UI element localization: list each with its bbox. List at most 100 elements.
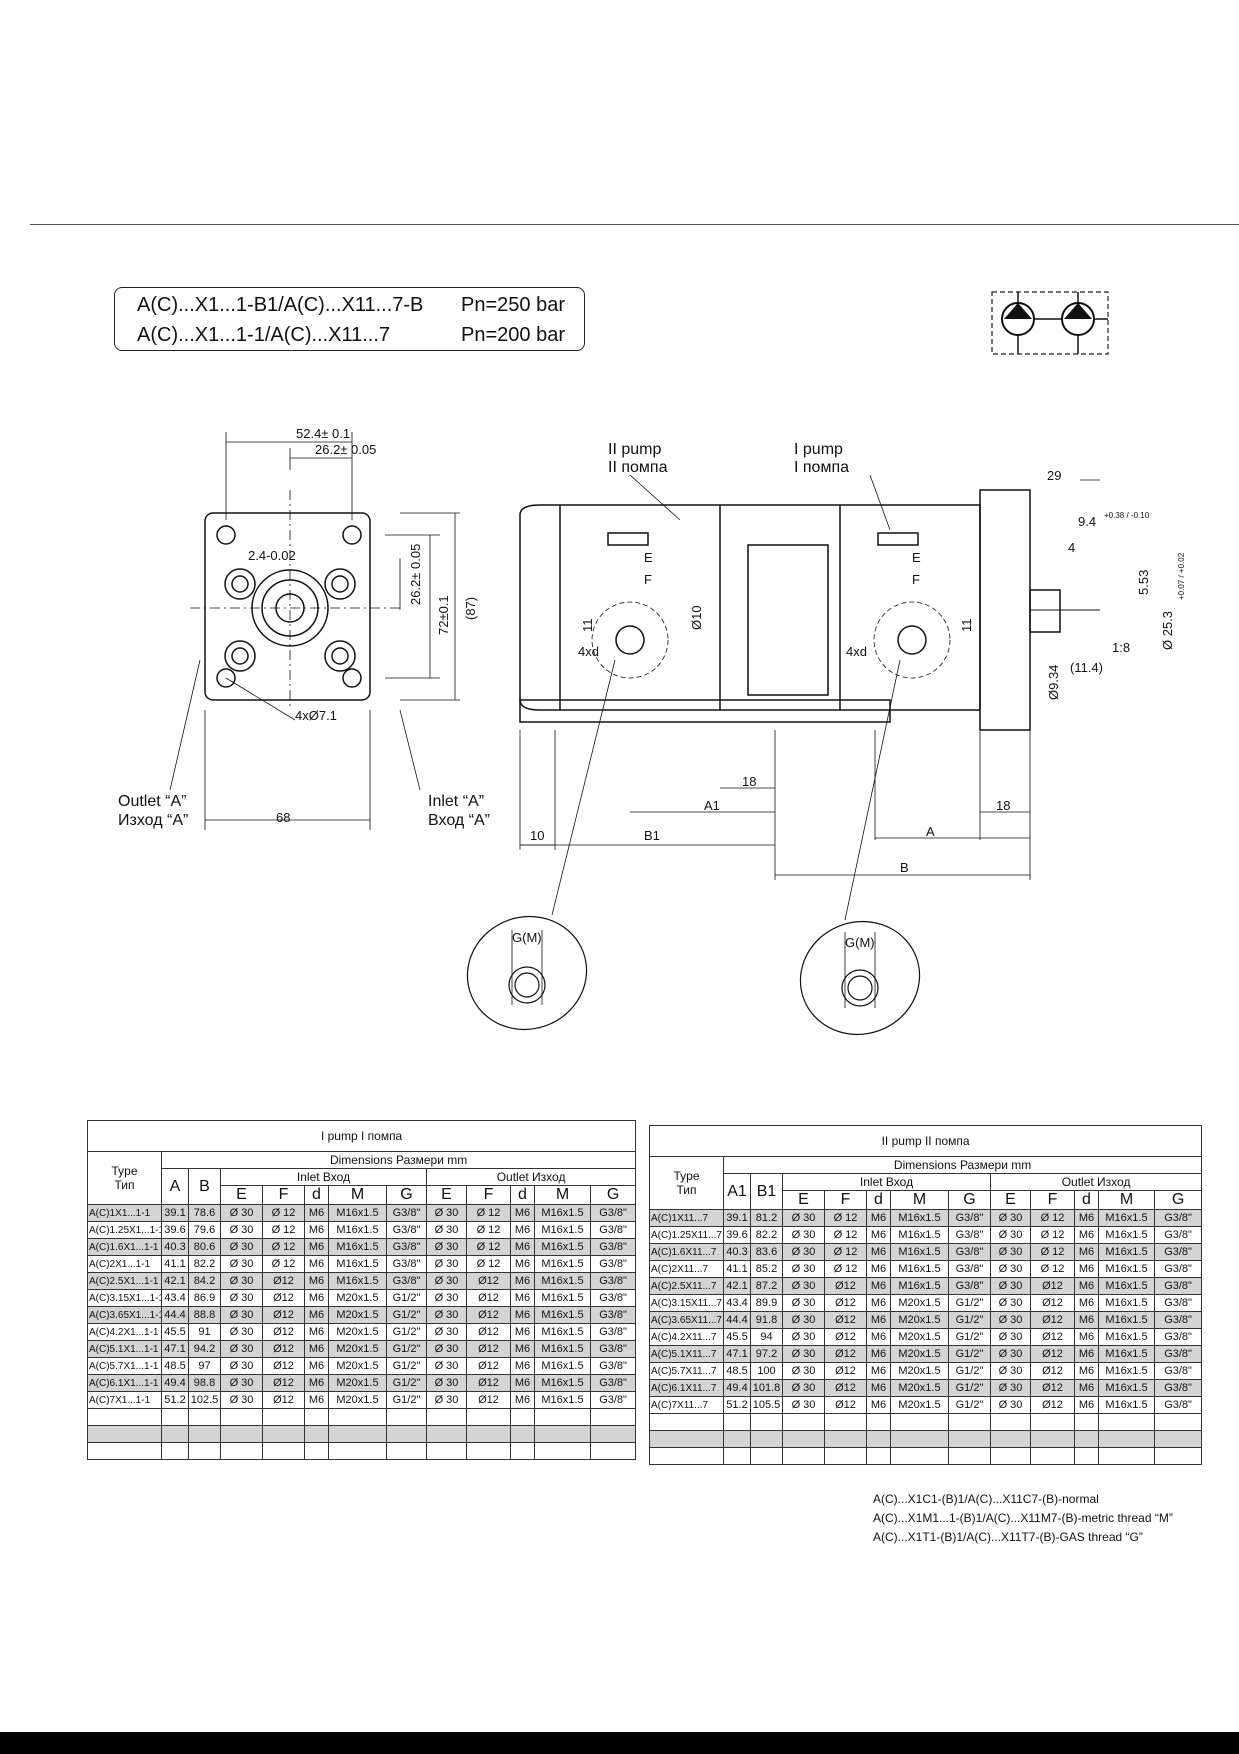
table2-subheader-cell: M: [890, 1190, 949, 1210]
pump1-label-bg: I помпа: [794, 459, 849, 476]
table1-subheader-cell: M: [328, 1185, 387, 1205]
empty-cell: [1098, 1430, 1155, 1448]
row-value-cell: M20x1.5: [328, 1289, 387, 1307]
empty-cell: [188, 1408, 221, 1426]
row-value-cell: M16x1.5: [1098, 1260, 1155, 1278]
row-value-cell: M16x1.5: [1098, 1294, 1155, 1312]
row-value-cell: 78.6: [188, 1204, 221, 1222]
dim-68: 68: [276, 810, 290, 825]
row-value-cell: M6: [510, 1289, 535, 1307]
row-value-cell: M6: [510, 1391, 535, 1409]
table-empty-row: [649, 1430, 1203, 1448]
empty-cell: [161, 1442, 189, 1460]
row-value-cell: 80.6: [188, 1238, 221, 1256]
row-value-cell: 51.2: [723, 1396, 751, 1414]
row-value-cell: 47.1: [723, 1345, 751, 1363]
note-metric-thread: A(C)...X1M1...1-(B)1/A(C)...X11M7-(B)-me…: [873, 1511, 1173, 1525]
row-value-cell: M16x1.5: [1098, 1345, 1155, 1363]
row-value-cell: G1/2": [948, 1294, 991, 1312]
row-value-cell: 82.2: [188, 1255, 221, 1273]
row-value-cell: M6: [510, 1357, 535, 1375]
table1-subheader-cell: M: [534, 1185, 591, 1205]
pump2-label-bg: II помпа: [608, 459, 668, 476]
empty-cell: [466, 1425, 511, 1443]
row-value-cell: Ø 30: [782, 1226, 825, 1244]
row-value-cell: M6: [304, 1238, 329, 1256]
empty-cell: [386, 1425, 427, 1443]
row-value-cell: Ø12: [824, 1277, 867, 1295]
row-type-cell: A(C)5.7X11...7: [649, 1362, 724, 1380]
row-value-cell: Ø12: [1030, 1328, 1075, 1346]
row-value-cell: G3/8": [589, 1391, 637, 1409]
row-type-cell: A(C)5.1X11...7: [649, 1345, 724, 1363]
row-value-cell: G3/8": [1153, 1277, 1203, 1295]
empty-cell: [220, 1425, 263, 1443]
row-value-cell: M6: [304, 1391, 329, 1409]
table1-col-b: B: [188, 1168, 221, 1205]
table2-subheader-cell: E: [782, 1190, 825, 1210]
row-value-cell: 81.2: [750, 1209, 783, 1227]
row-value-cell: 94: [750, 1328, 783, 1346]
row-value-cell: M6: [1074, 1345, 1099, 1363]
row-value-cell: M16x1.5: [1098, 1396, 1155, 1414]
row-value-cell: M16x1.5: [328, 1255, 387, 1273]
row-type-cell: A(C)2X1...1-1: [87, 1255, 162, 1273]
row-value-cell: G3/8": [1153, 1379, 1203, 1397]
empty-cell: [1153, 1430, 1203, 1448]
row-value-cell: Ø 12: [466, 1255, 511, 1273]
row-value-cell: Ø 30: [782, 1362, 825, 1380]
row-value-cell: M16x1.5: [328, 1238, 387, 1256]
empty-cell: [990, 1413, 1031, 1431]
row-value-cell: M16x1.5: [1098, 1311, 1155, 1329]
row-value-cell: Ø12: [824, 1396, 867, 1414]
dim-72: 72±0.1: [436, 595, 451, 635]
row-value-cell: M6: [510, 1323, 535, 1341]
row-value-cell: G3/8": [1153, 1362, 1203, 1380]
row-value-cell: 97.2: [750, 1345, 783, 1363]
row-value-cell: Ø 30: [782, 1396, 825, 1414]
dim-26-2-vertical: 26.2± 0.05: [408, 544, 423, 605]
row-value-cell: M16x1.5: [328, 1221, 387, 1239]
row-value-cell: Ø 12: [1030, 1260, 1075, 1278]
empty-cell: [1030, 1447, 1075, 1465]
row-value-cell: Ø 30: [990, 1345, 1031, 1363]
row-value-cell: M16x1.5: [534, 1289, 591, 1307]
row-value-cell: Ø 30: [426, 1204, 467, 1222]
dim-9-4: 9.4: [1078, 514, 1096, 529]
table2-subheader-cell: F: [1030, 1190, 1075, 1210]
row-value-cell: M16x1.5: [534, 1340, 591, 1358]
row-value-cell: G3/8": [948, 1277, 991, 1295]
row-value-cell: 49.4: [161, 1374, 189, 1392]
row-value-cell: M20x1.5: [890, 1362, 949, 1380]
row-value-cell: M20x1.5: [890, 1396, 949, 1414]
note-normal: A(C)...X1C1-(B)1/A(C)...X11C7-(B)-normal: [873, 1492, 1099, 1506]
empty-cell: [328, 1408, 387, 1426]
empty-cell: [534, 1442, 591, 1460]
row-value-cell: G3/8": [1153, 1209, 1203, 1227]
row-value-cell: 40.3: [161, 1238, 189, 1256]
row-value-cell: 82.2: [750, 1226, 783, 1244]
table-empty-row: [87, 1425, 637, 1443]
row-value-cell: M6: [866, 1294, 891, 1312]
port-detail-pump1: [799, 920, 921, 1036]
row-value-cell: G3/8": [948, 1260, 991, 1278]
table1-type-en: Type: [111, 1164, 138, 1178]
row-value-cell: Ø 12: [466, 1238, 511, 1256]
row-value-cell: Ø 30: [990, 1243, 1031, 1261]
row-value-cell: M16x1.5: [534, 1221, 591, 1239]
row-value-cell: 101.8: [750, 1379, 783, 1397]
dim-4xd-pump2: 4xd: [578, 644, 599, 659]
row-value-cell: Ø12: [262, 1272, 305, 1290]
port-label-pump1: G(M): [845, 935, 875, 950]
row-value-cell: 43.4: [161, 1289, 189, 1307]
row-value-cell: M6: [1074, 1379, 1099, 1397]
pump-technical-drawing: 52.4± 0.1 26.2± 0.05 2.4-0.02 4xØ7.1 68 …: [118, 426, 1186, 1036]
row-value-cell: G1/2": [386, 1391, 427, 1409]
table-empty-row: [649, 1447, 1203, 1465]
pump1-label-en: I pump: [794, 441, 843, 458]
row-value-cell: Ø 30: [220, 1357, 263, 1375]
row-value-cell: Ø 30: [990, 1362, 1031, 1380]
empty-cell: [824, 1430, 867, 1448]
